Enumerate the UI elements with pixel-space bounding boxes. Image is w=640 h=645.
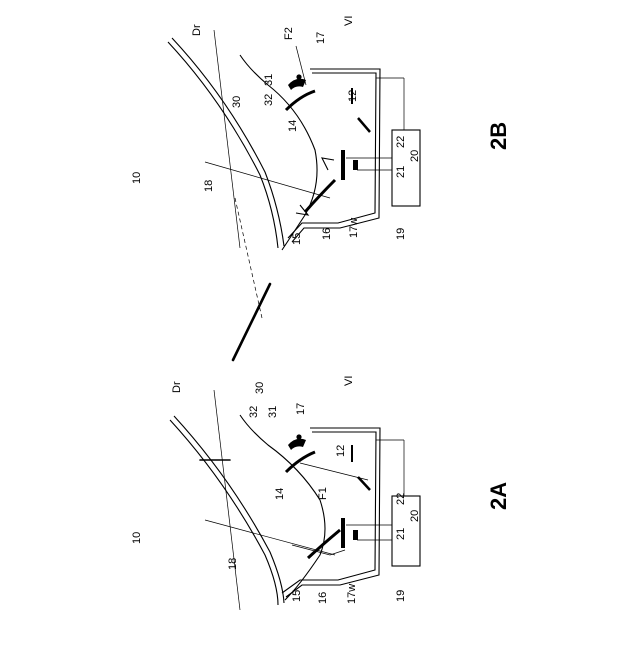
figure-label-2a: 2A	[486, 482, 511, 510]
label-31-a: 31	[267, 406, 279, 418]
windshield-18-b-inner	[172, 38, 284, 246]
panel-divider-line	[233, 284, 270, 360]
label-32-a: 32	[248, 406, 260, 418]
label-14-b: 14	[287, 120, 299, 132]
label-19-b: 19	[395, 228, 407, 240]
label-f2-b: F2	[283, 27, 295, 40]
label-16-b: 16	[321, 228, 333, 240]
label-20-b: 20	[409, 150, 421, 162]
label-12-a: 12	[335, 445, 347, 457]
arrow-16-b	[322, 158, 334, 170]
unit-31-a	[288, 439, 306, 450]
label-f1-a: F1	[317, 487, 329, 500]
windshield-18-a	[170, 420, 278, 605]
emitter-21-b	[341, 150, 345, 180]
emitter-22-b	[353, 160, 358, 170]
element-12-b	[358, 118, 370, 132]
mirror-15-a	[308, 530, 340, 558]
label-17w-b: 17w	[348, 218, 360, 238]
label-vi-a: VI	[343, 376, 355, 386]
panel-2b: 10 Dr VI F2 17 31 32 30 12 14 22 20 21 1…	[131, 16, 511, 318]
label-15-b: 15	[291, 233, 303, 245]
windshield-18-b	[168, 42, 278, 248]
label-21-a: 21	[395, 528, 407, 540]
label-21-b: 21	[395, 166, 407, 178]
label-19-a: 19	[395, 590, 407, 602]
sight-extension-b	[235, 198, 262, 318]
unit-32-b	[296, 74, 301, 79]
label-dr-a: Dr	[171, 381, 183, 393]
unit-31-b	[288, 79, 306, 90]
housing-17-a-outer	[286, 428, 380, 597]
label-17w-a: 17w	[346, 584, 358, 604]
dashboard-curve-a	[240, 415, 325, 600]
label-18-b: 18	[203, 180, 215, 192]
housing-17-a	[282, 432, 376, 593]
label-16-a: 16	[317, 592, 329, 604]
emitter-22-a	[353, 530, 358, 540]
mirror-14-b	[286, 91, 315, 110]
line-of-sight-a	[214, 390, 240, 610]
figure-label-2b: 2B	[486, 122, 511, 150]
label-vi-b: VI	[343, 16, 355, 26]
label-31-b: 31	[263, 74, 275, 86]
line-of-sight-b	[214, 30, 240, 248]
mirror-14-a	[286, 452, 315, 472]
label-32-b: 32	[263, 94, 275, 106]
label-dr-b: Dr	[191, 24, 203, 36]
label-22-a: 22	[395, 493, 407, 505]
mirror-15-b	[305, 180, 335, 212]
panel-2a: 10 Dr VI 30 32 31 17 12 14 F1 22 20 21 1…	[131, 376, 511, 610]
label-30-b: 30	[231, 96, 243, 108]
label-30-a: 30	[254, 382, 266, 394]
label-14-a: 14	[274, 488, 286, 500]
label-12-b: 12	[347, 90, 359, 102]
display-light-path-b	[205, 162, 330, 198]
label-10-b: 10	[131, 172, 143, 184]
label-17-a: 17	[295, 403, 307, 415]
label-10-a: 10	[131, 532, 143, 544]
label-17-b: 17	[315, 32, 327, 44]
unit-32-a	[296, 434, 301, 439]
label-15-a: 15	[291, 590, 303, 602]
emitter-21-a	[341, 518, 345, 548]
label-18-a: 18	[227, 558, 239, 570]
label-22-b: 22	[395, 136, 407, 148]
label-20-a: 20	[409, 510, 421, 522]
